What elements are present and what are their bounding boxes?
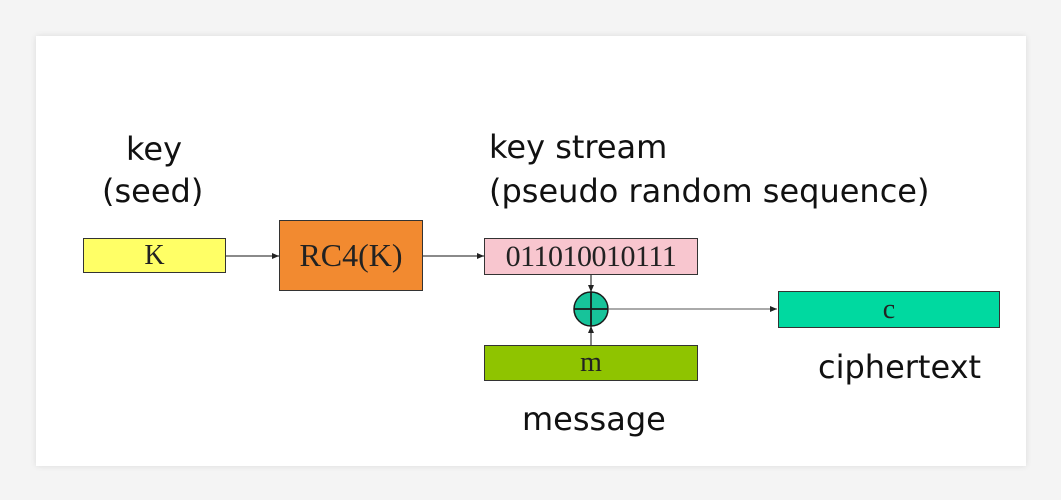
keystream-label: key stream [489, 128, 668, 166]
keystream-box: 011010010111 [484, 238, 698, 275]
xor-operator-icon [573, 291, 609, 327]
keystream-box-text: 011010010111 [505, 239, 677, 273]
ciphertext-box: c [778, 291, 1000, 328]
key-box: K [83, 238, 226, 273]
key-label: key [126, 130, 183, 168]
rc4-box: RC4(K) [279, 220, 423, 291]
rc4-box-text: RC4(K) [299, 237, 403, 273]
keystream-description-label: (pseudo random sequence) [489, 172, 930, 210]
key-box-text: K [144, 239, 165, 271]
message-label: message [522, 400, 666, 438]
ciphertext-box-text: c [882, 293, 896, 325]
message-box-text: m [580, 347, 602, 378]
seed-label: (seed) [102, 172, 204, 210]
message-box: m [484, 345, 698, 381]
ciphertext-label: ciphertext [818, 348, 982, 386]
